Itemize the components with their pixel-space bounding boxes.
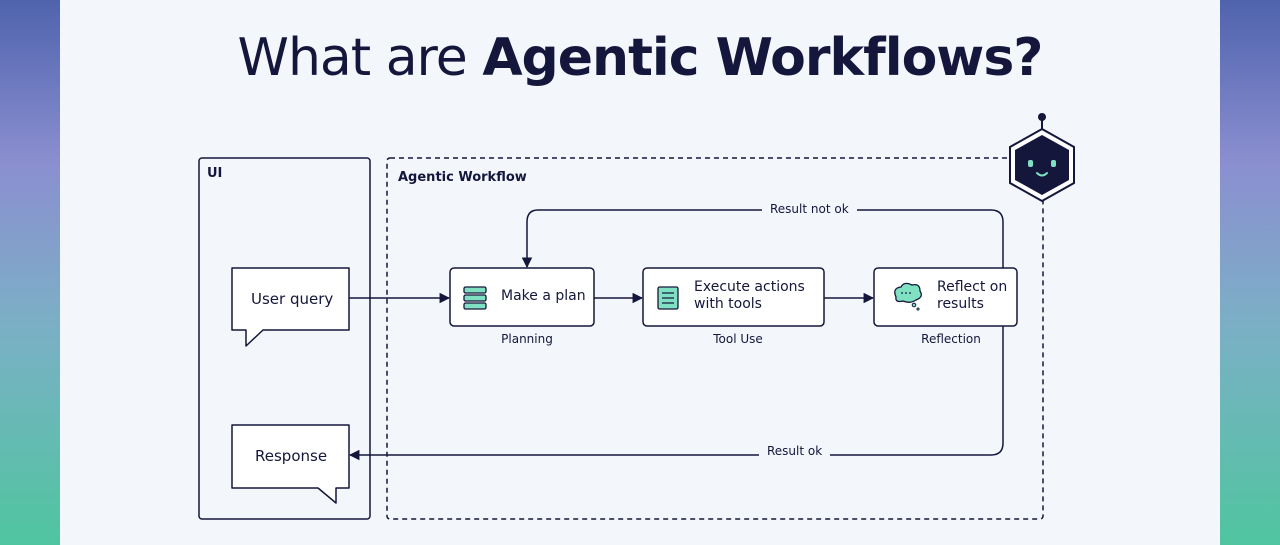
stack-icon	[463, 286, 487, 310]
arrow-result-ok	[348, 326, 1004, 461]
caption-planning: Planning	[501, 332, 553, 346]
response-bubble	[231, 424, 350, 504]
workflow-panel	[386, 157, 1044, 520]
step-label-reflection-line1: Reflect on	[937, 279, 1008, 295]
document-icon	[657, 286, 679, 310]
ui-panel-label: UI	[207, 166, 223, 181]
title-part-light: What are	[237, 28, 483, 88]
background-right	[1220, 0, 1280, 545]
page-title: What are Agentic Workflows?	[60, 28, 1220, 88]
title-part-bold: Agentic Workflows?	[482, 28, 1043, 88]
step-label-planning: Make a plan	[501, 288, 586, 305]
caption-tool-use: Tool Use	[713, 332, 763, 346]
step-label-planning-line1: Make a plan	[501, 288, 586, 304]
ui-panel	[198, 157, 371, 520]
edge-label-ok: Result ok	[759, 444, 831, 458]
caption-reflection: Reflection	[921, 332, 981, 346]
thought-bubble-icon	[894, 282, 922, 311]
user-query-bubble	[231, 267, 350, 347]
arrow-result-not-ok	[521, 209, 1004, 269]
robot-icon	[1009, 113, 1075, 203]
step-label-tool-use-line1: Execute actions	[694, 279, 805, 295]
edge-label-not-ok: Result not ok	[762, 202, 857, 216]
background-left	[0, 0, 60, 545]
workflow-panel-label: Agentic Workflow	[398, 170, 527, 185]
user-query-label: User query	[251, 290, 334, 308]
step-label-reflection-line2: results	[937, 296, 984, 312]
step-label-tool-use-line2: with tools	[694, 296, 762, 312]
response-label: Response	[255, 447, 328, 465]
